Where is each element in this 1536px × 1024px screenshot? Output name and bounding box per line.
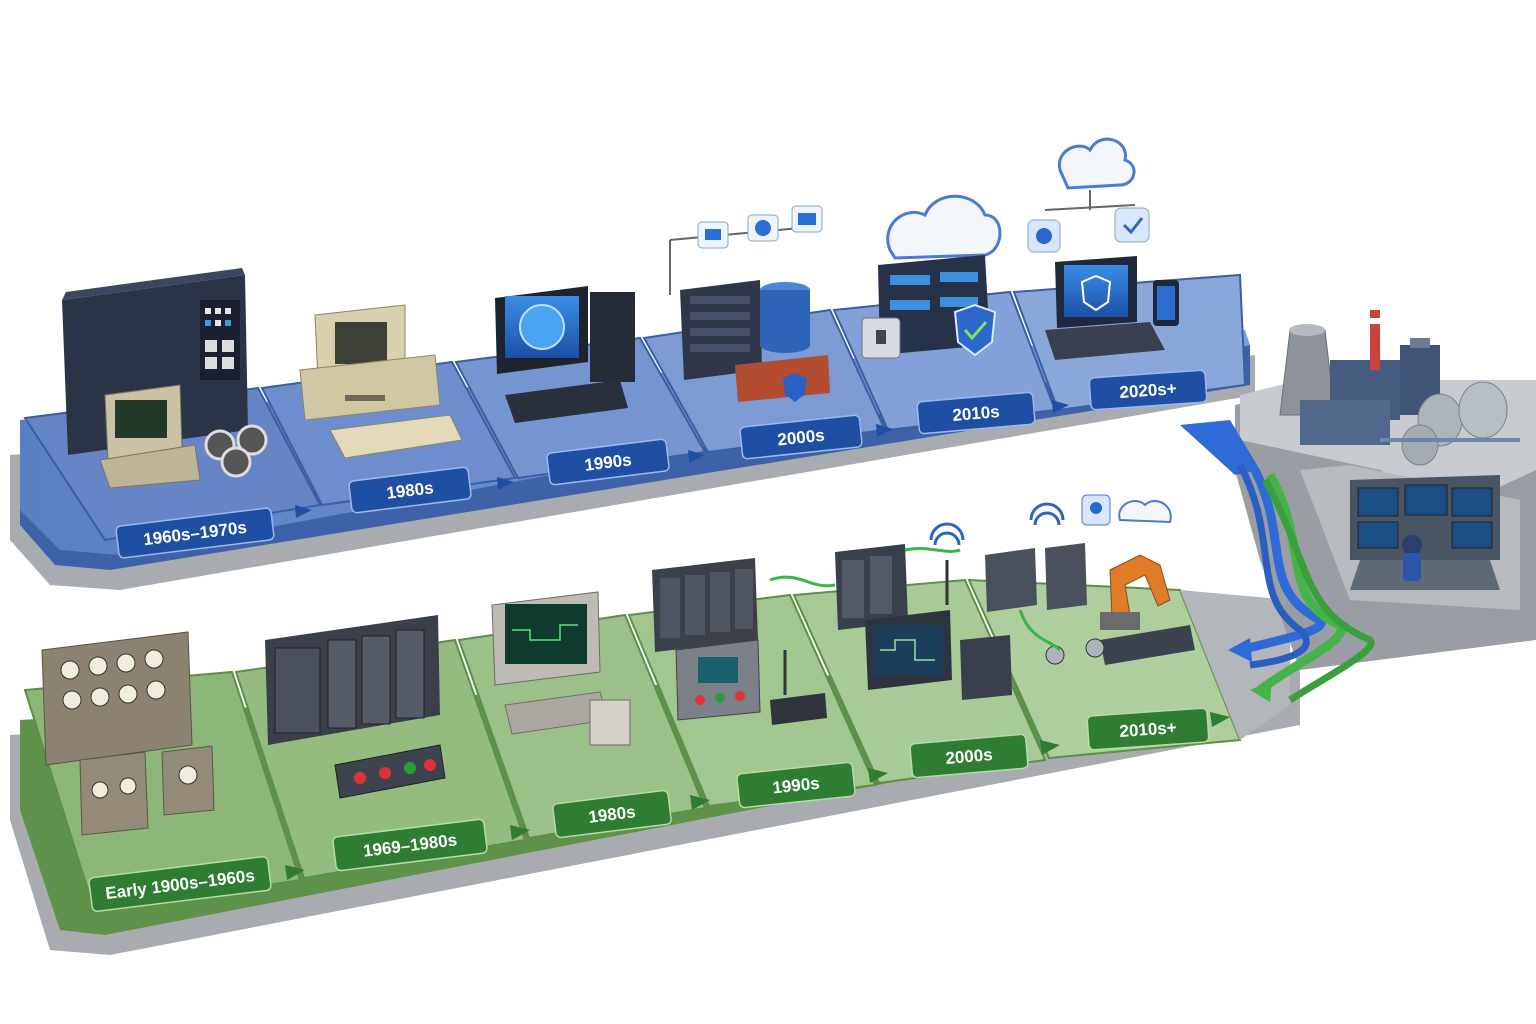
plc-rack-icon <box>265 615 446 799</box>
svg-text:2020s+: 2020s+ <box>1119 379 1177 402</box>
it-era-label-5: 2010s <box>916 391 1036 435</box>
analog-gauge-panel-icon <box>41 631 215 836</box>
svg-text:2000s: 2000s <box>777 426 826 450</box>
svg-text:1990s: 1990s <box>772 774 821 798</box>
desktop-globe-icon <box>495 286 635 423</box>
laptop-shield-icon <box>1027 137 1179 360</box>
ot-progress-arrows <box>285 712 1230 880</box>
it-era-label-2: 1980s <box>348 466 472 514</box>
it-era-label-6: 2020s+ <box>1088 369 1208 411</box>
svg-text:2010s+: 2010s+ <box>1119 718 1177 741</box>
ot-era-label-2: 1969–1980s <box>332 818 488 872</box>
cloud-security-icon <box>861 194 1002 359</box>
ot-era-label-6: 2010s+ <box>1086 707 1210 751</box>
server-firewall-icon <box>669 205 830 402</box>
factory-buildings-icon <box>1300 310 1440 445</box>
it-era-label-4: 2000s <box>739 414 863 460</box>
crt-terminal-icon <box>491 591 631 746</box>
storage-tanks-icon <box>1380 381 1520 466</box>
it-era-label-1: 1960s–1970s <box>115 507 275 559</box>
ot-era-label-5: 2000s <box>909 733 1029 779</box>
svg-text:2000s: 2000s <box>945 745 994 768</box>
controller-hmi-icon <box>652 558 827 725</box>
mainframe-icon <box>62 268 268 489</box>
svg-text:2010s: 2010s <box>952 402 1001 425</box>
it-progress-arrows <box>295 400 1069 518</box>
flow-arrows <box>1180 420 1375 703</box>
it-era-label-3: 1990s <box>546 438 670 486</box>
networked-scada-icon <box>769 522 1012 700</box>
control-room-icon <box>1350 475 1500 590</box>
iiot-robot-arm-icon <box>985 494 1195 665</box>
personal-computer-icon <box>299 304 463 459</box>
ot-era-label-3: 1980s <box>552 789 672 839</box>
ot-era-label-4: 1990s <box>736 761 856 809</box>
